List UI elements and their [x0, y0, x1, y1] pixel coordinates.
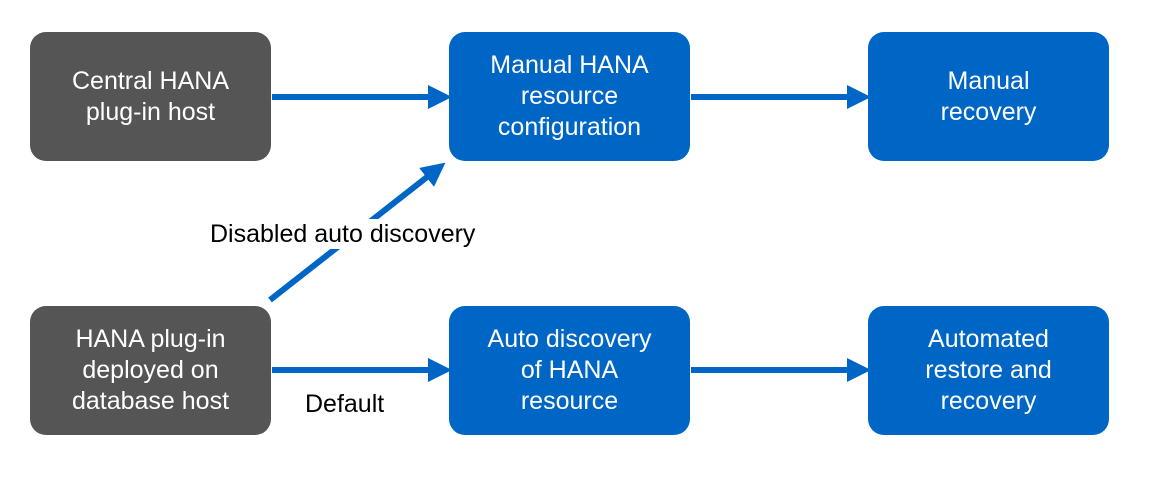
- disabled-auto-discovery-label: Disabled auto discovery: [208, 219, 478, 249]
- default-label: Default: [305, 390, 385, 418]
